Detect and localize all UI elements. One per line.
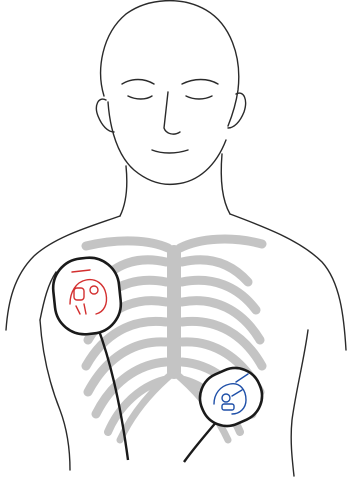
right-torso-side: [291, 330, 308, 476]
right-clavicle: [180, 239, 262, 248]
torso-line-drawing-icon: [6, 1, 346, 476]
right-eye: [186, 96, 212, 99]
pad-cable: [184, 420, 218, 462]
left-clavicle: [86, 241, 168, 248]
neck-left: [120, 166, 127, 216]
pad-body: [50, 255, 124, 337]
face-outline: [108, 102, 226, 184]
left-torso-side: [40, 320, 70, 470]
pad-left-side: [184, 360, 270, 462]
mouth: [152, 150, 188, 153]
left-eye: [128, 96, 152, 99]
right-eyebrow: [182, 80, 218, 85]
nose: [164, 92, 180, 134]
neck-right: [221, 154, 230, 214]
left-eyebrow: [122, 80, 154, 85]
head-outline: [101, 1, 239, 126]
